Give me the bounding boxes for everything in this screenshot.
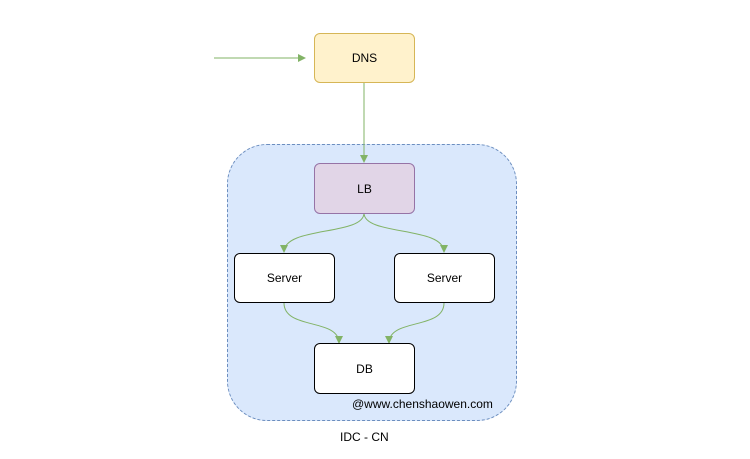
db-label: DB (356, 361, 373, 376)
lb-node: LB (314, 163, 415, 214)
db-node: DB (314, 343, 415, 394)
server-right-node: Server (394, 253, 495, 303)
region-label: IDC - CN (340, 430, 389, 444)
server-right-label: Server (426, 271, 463, 285)
server-left-to-db-arrow (283, 302, 343, 344)
lb-label: LB (357, 181, 372, 196)
lb-to-server-left-arrow (280, 212, 365, 253)
watermark-text: @www.chenshaowen.com (352, 397, 493, 411)
dns-node: DNS (314, 33, 415, 83)
server-left-label: Server (266, 271, 303, 285)
lb-to-server-right-arrow (363, 212, 448, 253)
server-left-node: Server (234, 253, 335, 303)
server-right-to-db-arrow (385, 302, 445, 344)
dns-label: DNS (351, 51, 378, 65)
